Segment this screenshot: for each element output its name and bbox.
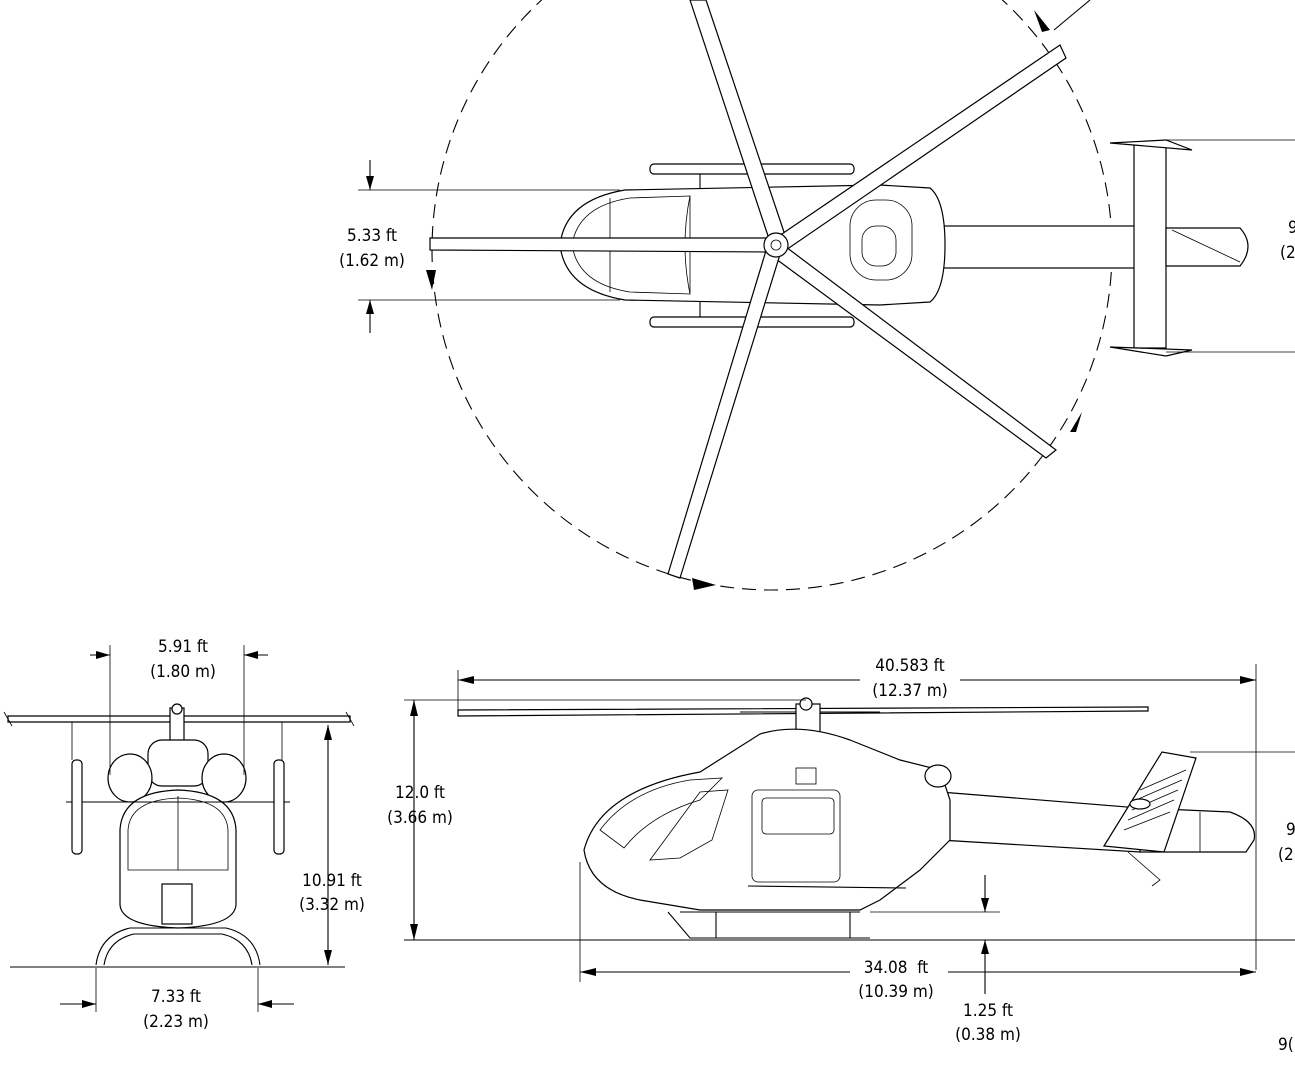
rotation-arrow-left [426, 270, 436, 290]
stabilizer-span-partial-m: (2 [1280, 243, 1295, 263]
cabin-width-ft-label: 5.33 ft [347, 226, 397, 246]
ground-clearance-ft-label: 1.25 ft [963, 1001, 1013, 1021]
front-landing-gear [95, 927, 261, 966]
tail-boom-top [939, 225, 1141, 269]
overall-length-m-label: (12.37 m) [872, 681, 947, 701]
front-view: 5.91 ft (1.80 m) 10.91 ft (3.32 m) 7.33 … [3, 637, 365, 1032]
rotation-arrow-right [1070, 412, 1082, 432]
side-view: 40.583 ft (12.37 m) 12.0 ft (3.66 m) 34.… [387, 656, 1295, 1055]
overall-length-ft-label: 40.583 ft [875, 656, 944, 676]
skid-gear-width-m-label: (1.80 m) [150, 662, 216, 682]
stabilizer-span-partial-ft: 9 [1288, 218, 1295, 238]
track-width-m-label: (2.23 m) [143, 1012, 209, 1032]
horizontal-stabilizer-top [1133, 144, 1167, 349]
rotation-arrow-bottom [692, 578, 716, 590]
overall-height-ft-label: 12.0 ft [395, 783, 445, 803]
track-width-ft-label: 7.33 ft [151, 987, 201, 1007]
tail-height-partial-m: (2 [1278, 845, 1294, 865]
fuselage-length-ft-label: 34.08 ft [864, 958, 929, 978]
front-right-step [273, 759, 285, 855]
rotor-hub-top [763, 232, 789, 258]
fuselage-length-m-label: (10.39 m) [858, 982, 933, 1002]
front-height-ft-label: 10.91 ft [302, 871, 362, 891]
main-rotor-blade-5 [429, 237, 777, 253]
overall-height-m-label: (3.66 m) [387, 808, 453, 828]
skid-gear-width-ft-label: 5.91 ft [158, 637, 208, 657]
front-engine-cowling [147, 739, 209, 787]
cabin-width-m-label: (1.62 m) [339, 251, 405, 271]
drawing-corner-label: 9( [1278, 1035, 1294, 1055]
ground-clearance-m-label: (0.38 m) [955, 1025, 1021, 1045]
front-height-m-label: (3.32 m) [299, 895, 365, 915]
side-cabin-door [751, 789, 841, 883]
top-view: 5.33 ft (1.62 m) 9 (2 [339, 0, 1295, 591]
side-engine-grille [795, 767, 817, 785]
tail-height-partial-ft: 9 [1286, 820, 1295, 840]
side-landing-skid [667, 911, 870, 939]
front-left-step [71, 759, 83, 855]
side-fuselage [583, 728, 951, 911]
rotation-arrow-top [1034, 10, 1050, 32]
